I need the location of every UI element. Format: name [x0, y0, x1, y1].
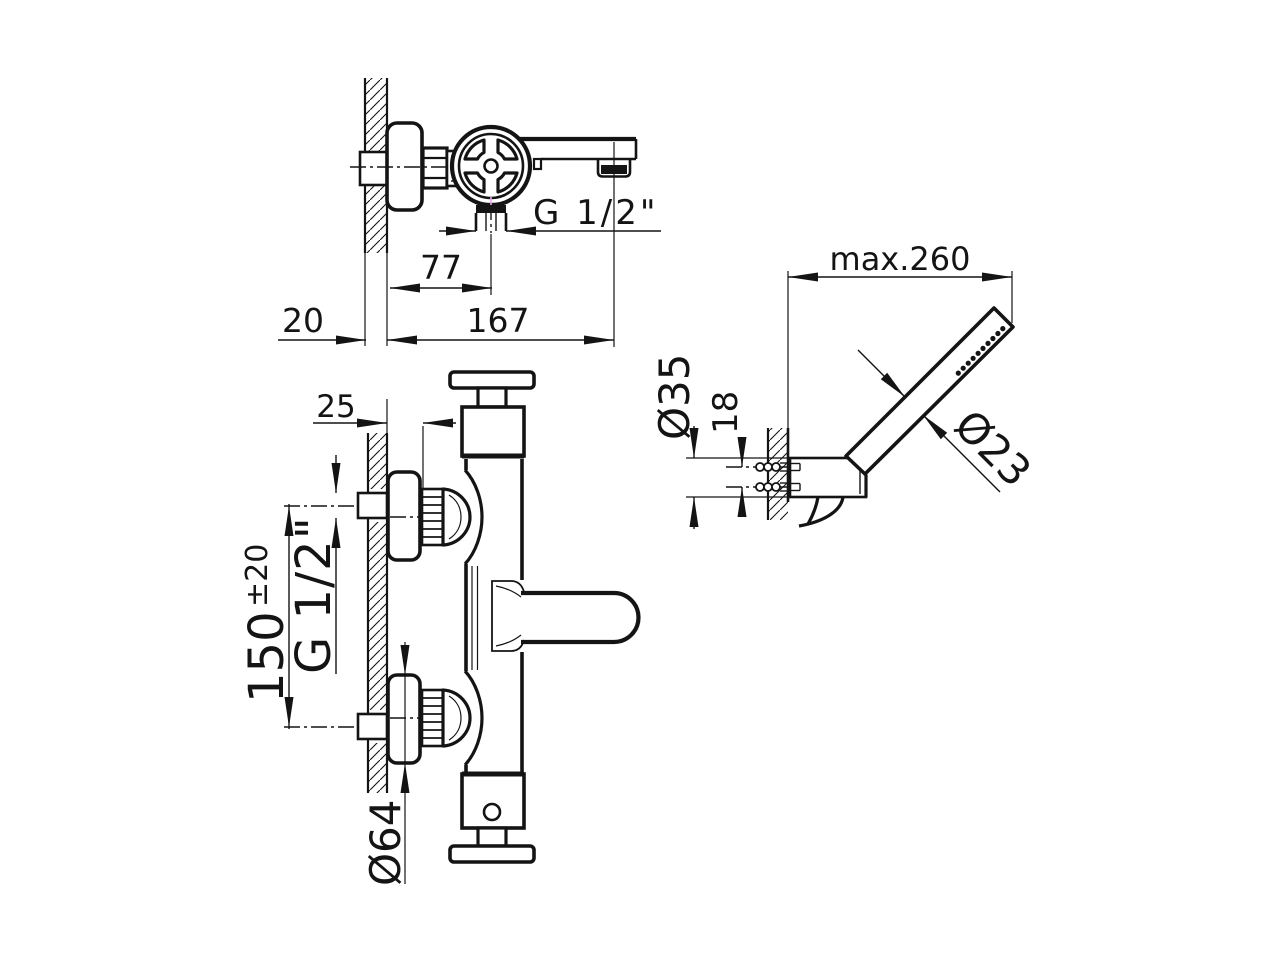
arrowhead	[788, 272, 818, 282]
spout-tube-fill	[521, 593, 639, 642]
hose-outer	[798, 496, 845, 528]
arrowhead	[387, 335, 417, 345]
connection-boss	[463, 468, 484, 566]
supply-pipe-stub	[358, 150, 389, 187]
arrowhead	[390, 283, 420, 293]
dim-inlet-spacing-label: 150	[239, 611, 295, 703]
dim-handle-diameter-label: Ø23	[945, 400, 1041, 496]
spout-end-cap	[613, 590, 641, 645]
wheel-cutout	[463, 138, 486, 161]
dim-wall-to-outlet-label: 77	[420, 248, 462, 287]
wall-hatch	[368, 743, 387, 793]
dim-escutcheon-diameter-label: Ø64	[361, 799, 410, 886]
bell-outline	[441, 487, 472, 547]
shower-handle	[844, 306, 1015, 476]
arrowhead	[689, 497, 699, 527]
threaded-union-top	[420, 487, 445, 547]
hex-connector	[421, 146, 449, 190]
wheel-cutout	[496, 138, 519, 161]
mounting-screw	[755, 482, 801, 492]
union-bell-top	[441, 487, 472, 547]
wheel-handle	[449, 124, 533, 208]
bell-outline	[441, 688, 472, 748]
wand-outline	[844, 306, 1015, 476]
wheel-cutout	[496, 171, 519, 194]
dim-inlet-thread-label: G 1/2"	[286, 516, 342, 674]
knob-hole	[482, 802, 502, 822]
arrowhead	[336, 335, 366, 345]
arrowhead	[331, 463, 341, 493]
wall-hatch	[365, 186, 387, 253]
arrowhead	[584, 335, 614, 345]
handshower-view: max.260 Ø35 18 Ø23	[650, 240, 1041, 529]
mixer-front-view: 25 G 1/2" 150 ±20 Ø64	[239, 370, 641, 886]
dim-inlet-spacing-tolerance: ±20	[240, 544, 275, 607]
arrowhead	[506, 226, 536, 236]
supply-pipe-stub	[356, 712, 389, 741]
arrowhead	[357, 418, 387, 428]
handle-stem	[476, 386, 508, 409]
shower-hose	[798, 496, 845, 528]
arrowhead	[982, 272, 1012, 282]
handle-bar	[448, 370, 536, 390]
arrowhead	[880, 372, 905, 397]
handle-bar	[448, 844, 536, 864]
dim-wall-thickness-label: 20	[282, 301, 324, 340]
dim-hole-spacing-label: 18	[706, 391, 746, 434]
spout-fillet	[495, 634, 522, 647]
escutcheon	[386, 673, 422, 765]
arrowhead	[737, 487, 747, 517]
dim-bracket-diameter-label: Ø35	[650, 353, 699, 440]
nozzle-dots	[955, 326, 1006, 376]
arrowhead	[331, 518, 341, 548]
arrowhead	[737, 437, 747, 467]
mounting-screw	[755, 462, 801, 472]
dim-max-length-label: max.260	[830, 240, 971, 278]
dimensions-front-view: 25 G 1/2" 150 ±20 Ø64	[239, 389, 456, 886]
arrowhead	[400, 645, 410, 675]
temperature-handle	[448, 370, 536, 459]
spout-side-view: G 1/2" 77 20 167	[278, 78, 661, 347]
bell-inner-arc	[448, 494, 462, 540]
wall-hatch	[768, 428, 788, 520]
dim-outlet-thread-label: G 1/2"	[533, 193, 659, 233]
arrowhead	[689, 428, 699, 458]
handle-stem	[476, 826, 508, 848]
arrowhead	[423, 418, 453, 428]
dimensions-spout-view: G 1/2" 77 20 167	[278, 142, 661, 347]
wheel-cutout	[463, 171, 486, 194]
hose-inner	[806, 496, 820, 525]
wall-hatch	[368, 522, 387, 710]
dim-spout-projection-label: 167	[467, 301, 530, 340]
arrowhead	[462, 283, 492, 293]
arrowhead	[284, 506, 294, 536]
spout-flange-outline	[491, 580, 525, 652]
spout-step	[532, 157, 543, 171]
arrowhead	[446, 226, 476, 236]
arrowhead	[923, 415, 948, 440]
spout-fillet	[495, 585, 522, 598]
wheel-hub	[483, 158, 499, 174]
threaded-union-bottom	[420, 688, 445, 748]
spout-flange-fill	[490, 580, 524, 652]
escutcheon	[386, 470, 422, 562]
diverter-handle	[448, 771, 536, 864]
wall-hatch	[368, 433, 387, 489]
arrowhead	[284, 697, 294, 727]
wall-section	[363, 78, 389, 346]
hex-body	[421, 146, 449, 190]
arrowhead	[400, 763, 410, 793]
bell-inner-arc	[448, 695, 462, 741]
wall-hatch	[365, 78, 387, 151]
dim-wall-to-union-label: 25	[316, 389, 355, 425]
union-bell-bottom	[441, 688, 472, 748]
connection-boss	[463, 669, 484, 767]
supply-pipe-stub	[356, 491, 389, 520]
handle-knob	[460, 405, 526, 458]
tub-spout-front	[490, 580, 641, 652]
